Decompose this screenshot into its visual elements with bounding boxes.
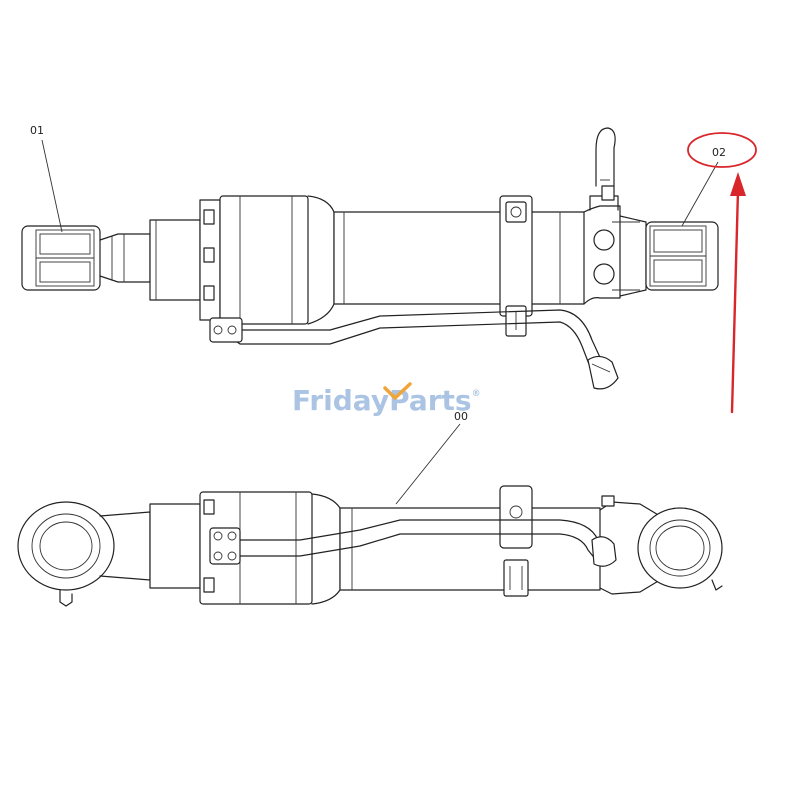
watermark-check-icon (383, 382, 412, 400)
cylinder-head (149, 195, 335, 325)
part-label-02: 02 (712, 146, 726, 159)
part-label-01: 01 (30, 124, 44, 137)
cylinder-head-bottom (149, 491, 341, 605)
red-arrow (730, 172, 746, 414)
left-rod-end-block (21, 225, 151, 291)
part-callouts: 01 02 00 (30, 124, 757, 505)
leader-line-01 (41, 139, 63, 233)
svg-text:FridayParts®: FridayParts® (292, 384, 481, 417)
hydraulic-pipe-bottom (239, 519, 617, 567)
leader-line-00 (395, 423, 461, 505)
hydraulic-pipe-top (209, 309, 619, 390)
cylinder-bottom-view (17, 485, 723, 607)
watermark-word-friday: Friday (292, 384, 389, 417)
left-eye-end (17, 501, 151, 607)
cylinder-top-view (21, 127, 719, 390)
cylinder-cap-end (583, 127, 640, 305)
fridayparts-watermark: FridayParts® (292, 382, 481, 417)
red-callout-circle (687, 132, 757, 168)
right-rod-end-block (619, 215, 719, 297)
watermark-word-parts: Parts (389, 384, 472, 417)
part-label-00: 00 (454, 410, 468, 423)
leader-line-02 (681, 161, 719, 227)
cylinder-barrel (333, 195, 585, 337)
cylinder-barrel-bottom (339, 485, 601, 597)
watermark-registered-mark: ® (472, 389, 481, 399)
right-eye-end (599, 495, 723, 595)
